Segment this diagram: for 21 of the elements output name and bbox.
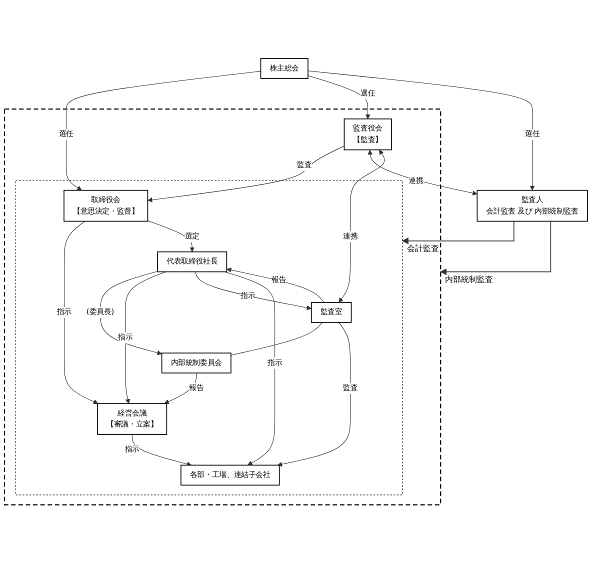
cluster <box>4 108 442 506</box>
arrow <box>226 268 324 304</box>
arrow <box>125 272 166 404</box>
arrow <box>148 146 344 203</box>
arrow <box>147 220 195 252</box>
arrow <box>338 150 385 304</box>
arrow <box>440 221 552 276</box>
arrow <box>402 221 514 245</box>
arrow <box>132 434 192 467</box>
arrow <box>308 76 370 120</box>
arrow <box>277 322 351 468</box>
connector <box>230 322 323 356</box>
arrow <box>195 272 312 310</box>
arrow <box>164 373 197 404</box>
arrow <box>224 272 276 466</box>
arrow <box>308 70 535 191</box>
arrow <box>66 71 262 191</box>
cluster <box>15 180 403 496</box>
arrow <box>368 150 478 196</box>
arrow <box>100 271 162 356</box>
arrow <box>64 221 98 404</box>
